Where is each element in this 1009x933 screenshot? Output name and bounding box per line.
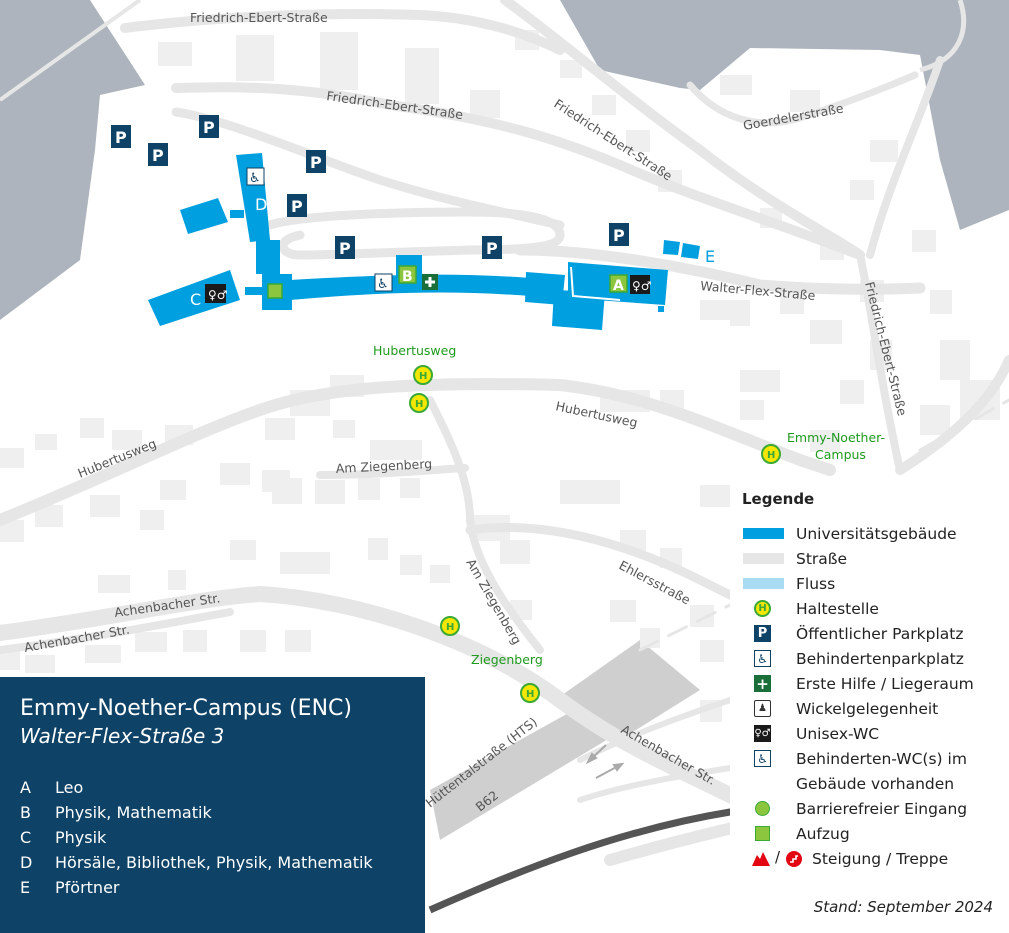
street-swatch xyxy=(743,553,784,564)
stop-label-ziegenberg: Ziegenberg xyxy=(471,652,543,667)
svg-text:P: P xyxy=(613,226,625,245)
bus-stop-icon: H xyxy=(413,365,433,385)
legend-item-slope-stairs: / Steigung / Treppe xyxy=(730,846,948,871)
legend-item-first-aid: + Erste Hilfe / Liegeraum xyxy=(730,671,974,696)
svg-text:H: H xyxy=(419,371,427,382)
legend-item-elevator: Aufzug xyxy=(730,821,850,846)
traffic-arrows xyxy=(585,744,625,779)
parking-icon: P xyxy=(287,194,307,217)
disabled-parking-icon: ♿ xyxy=(754,650,771,667)
building-a-label: A xyxy=(613,278,624,294)
legend-title: Legende xyxy=(742,490,815,508)
svg-text:P: P xyxy=(486,239,498,258)
legend-item-university: Universitätsgebäude xyxy=(730,521,957,546)
elevator-icon xyxy=(267,283,283,299)
parking-icon: P xyxy=(335,236,355,259)
bus-stop-icon: H xyxy=(409,393,429,413)
legend-item-accessible-entrance: Barrierefreier Eingang xyxy=(730,796,967,821)
building-a-marker[interactable]: A xyxy=(609,274,628,294)
parking-icons[interactable]: P P P P P P P P xyxy=(111,115,629,259)
bus-stop-icon: H xyxy=(754,600,771,617)
bus-stop-icon: H xyxy=(761,444,781,464)
parking-icon: P xyxy=(754,625,771,642)
svg-text:♀♂: ♀♂ xyxy=(208,288,228,302)
svg-text:Am Ziegenberg: Am Ziegenberg xyxy=(335,456,432,476)
svg-text:H: H xyxy=(526,689,534,700)
stop-label-hubertusweg: Hubertusweg xyxy=(373,343,456,358)
parking-icon: P xyxy=(609,223,629,246)
parking-icon: P xyxy=(482,236,502,259)
bus-stop-icon: H xyxy=(440,616,460,636)
slope-icon xyxy=(752,852,770,866)
streets xyxy=(0,0,1009,866)
university-building-swatch xyxy=(743,528,784,539)
stop-label-enc-line1: Emmy-Noether- xyxy=(787,430,885,445)
parking-icon: P xyxy=(199,115,219,138)
svg-text:♿: ♿ xyxy=(377,277,389,292)
campus-title: Emmy-Noether-Campus (ENC) xyxy=(20,696,352,721)
legend-item-accessible-wc: ♿ Behinderten-WC(s) im xyxy=(730,746,967,771)
building-e-label[interactable]: E xyxy=(705,247,715,266)
accessible-entrance-icon xyxy=(755,801,770,816)
svg-text:P: P xyxy=(291,197,303,216)
legend-item-unisex-wc: ♀♂ Unisex-WC xyxy=(754,724,880,743)
stop-label-enc-line2: Campus xyxy=(815,447,866,462)
svg-text:P: P xyxy=(339,239,351,258)
stairs-icon xyxy=(786,851,802,867)
unisex-wc-icon: ♀♂ xyxy=(754,725,771,742)
accessible-wc-icon: ♿ xyxy=(246,167,265,186)
parking-icon: P xyxy=(148,143,168,166)
svg-text:Friedrich-Ebert-Straße: Friedrich-Ebert-Straße xyxy=(190,10,328,25)
svg-text:H: H xyxy=(415,399,423,410)
first-aid-icon xyxy=(422,274,438,290)
legend-item-bus-stop: H Haltestelle xyxy=(730,596,879,621)
building-b-label: B xyxy=(402,269,413,285)
map-legend: Legende Universitätsgebäude Straße Fluss… xyxy=(730,484,1009,933)
parking-icon: P xyxy=(111,125,131,148)
svg-text:P: P xyxy=(310,153,322,172)
legend-item-accessible-wc-cont: Gebäude vorhanden xyxy=(796,774,955,793)
svg-text:H: H xyxy=(446,622,454,633)
slope-separator: / xyxy=(775,848,781,866)
building-b-marker[interactable]: B xyxy=(398,265,417,285)
bus-stop-icons[interactable]: H H H H H xyxy=(409,365,781,703)
accessible-wc-icon: ♿ xyxy=(754,750,771,767)
svg-text:H: H xyxy=(767,450,775,461)
unisex-wc-icon: ♀♂ xyxy=(630,275,652,294)
legend-item-river: Fluss xyxy=(730,571,835,596)
svg-text:♀♂: ♀♂ xyxy=(632,279,652,293)
river-swatch xyxy=(743,578,784,589)
svg-text:♿: ♿ xyxy=(249,171,261,186)
legend-item-baby-changing: ♟ Wickelgelegenheit xyxy=(730,696,938,721)
campus-address: Walter-Flex-Straße 3 xyxy=(20,724,225,748)
unisex-wc-icon: ♀♂ xyxy=(205,284,228,303)
legend-item-disabled-parking: ♿ Behindertenparkplatz xyxy=(730,646,964,671)
legend-item-street: Straße xyxy=(730,546,847,571)
svg-text:P: P xyxy=(115,128,127,147)
bus-stop-icon: H xyxy=(520,683,540,703)
building-c-label[interactable]: C xyxy=(190,290,201,309)
legend-item-parking: P Öffentlicher Parkplatz xyxy=(730,621,963,646)
svg-text:P: P xyxy=(203,118,215,137)
first-aid-icon: + xyxy=(754,675,771,693)
building-d-label[interactable]: D xyxy=(255,195,267,214)
stand-date: Stand: September 2024 xyxy=(813,898,993,916)
accessible-wc-icon: ♿ xyxy=(374,273,393,292)
svg-text:P: P xyxy=(152,146,164,165)
elevator-icon xyxy=(755,826,770,841)
campus-info-panel: Emmy-Noether-Campus (ENC) Walter-Flex-St… xyxy=(0,677,425,933)
parking-icon: P xyxy=(306,150,326,173)
baby-changing-icon: ♟ xyxy=(754,700,771,717)
svg-text:Friedrich-Ebert-Straße: Friedrich-Ebert-Straße xyxy=(326,88,465,122)
railway xyxy=(428,786,1009,914)
